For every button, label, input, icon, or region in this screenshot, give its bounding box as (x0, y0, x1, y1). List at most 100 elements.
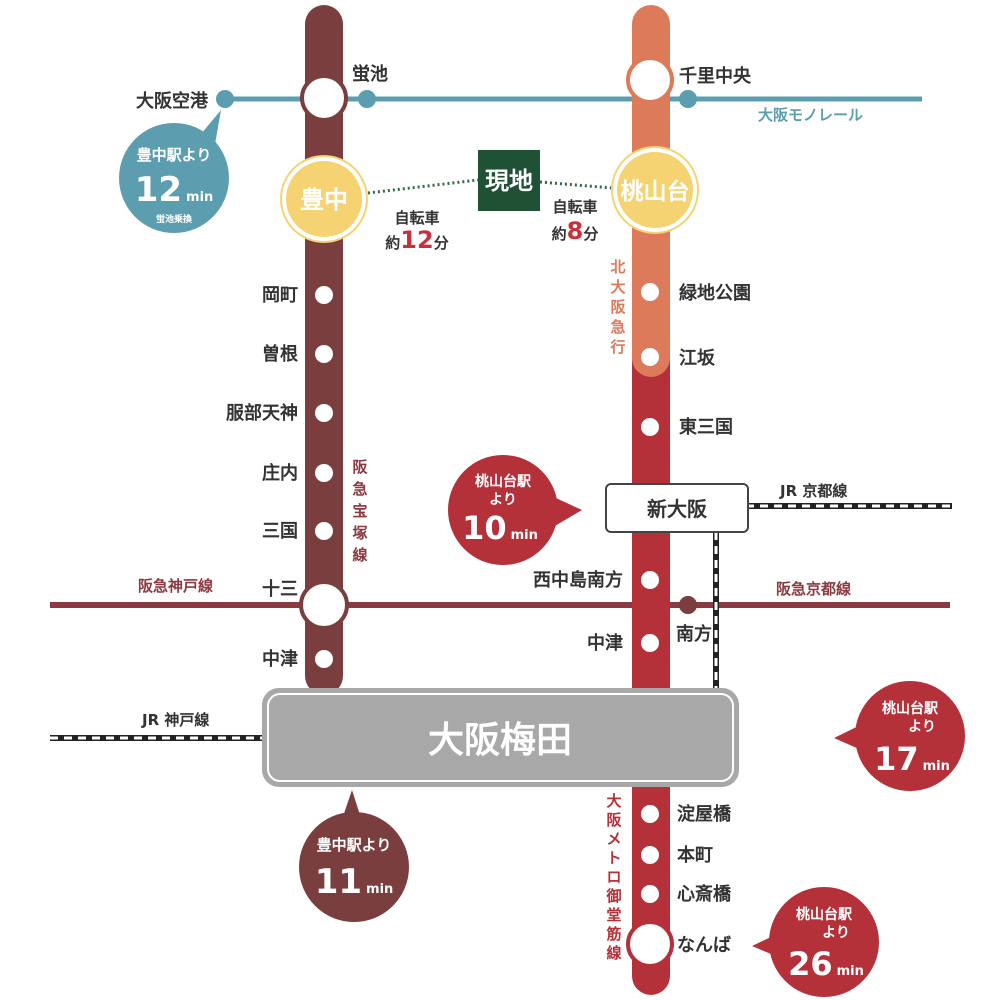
juso-label: 十三 (262, 578, 298, 600)
yodoyabashi-dot (641, 805, 659, 823)
senri-chuo-transfer-circle (626, 56, 674, 104)
bike-route-momoyamadai (539, 180, 613, 190)
svg-text:御: 御 (605, 887, 621, 905)
svg-text:蛍池乗換: 蛍池乗換 (156, 213, 193, 225)
sone-label: 曽根 (262, 343, 298, 365)
shonai-dot (315, 464, 333, 482)
nakatsu-hankyu-label: 中津 (262, 648, 298, 670)
svg-text:阪: 阪 (610, 298, 626, 316)
nakatsu-hankyu-dot (315, 650, 333, 668)
okamachi-label: 岡町 (262, 285, 298, 306)
svg-text:ロ: ロ (606, 868, 621, 886)
svg-text:より: より (822, 925, 850, 941)
hotarugaike-transfer-circle (300, 74, 348, 122)
shinsaibashi-label: 心斎橋 (677, 883, 732, 905)
shinsaibashi-dot (641, 885, 659, 903)
senri-chuo-dot (679, 90, 697, 108)
monorail-label: 大阪モノレール (758, 106, 863, 124)
svg-text:線: 線 (352, 546, 367, 564)
hankyu-takarazuka-label: 阪 急 宝 塚 線 (352, 458, 368, 564)
senri-chuo-label: 千里中央 (679, 65, 752, 87)
bike-time-toyonaka: 自転車 約12分 (385, 209, 448, 254)
hankyu-kobe-label: 阪急神戸線 (138, 577, 213, 595)
jr-kyoto-label: JR 京都線 (779, 482, 847, 500)
svg-text:自転車: 自転車 (552, 198, 597, 216)
yodoyabashi-label: 淀屋橋 (677, 803, 732, 825)
nishinakajima-label: 西中島南方 (533, 569, 623, 591)
svg-text:より: より (908, 719, 936, 735)
hattori-tenjin-label: 服部天神 (226, 402, 298, 424)
svg-text:より: より (489, 492, 517, 508)
sone-dot (315, 345, 333, 363)
svg-text:阪: 阪 (352, 458, 368, 476)
bike-time-momoyamadai: 自転車 約8分 (552, 198, 599, 245)
svg-text:約12分: 約12分 (385, 226, 448, 254)
osaka-umeda-label: 大阪梅田 (428, 720, 572, 761)
site-marker (478, 150, 540, 211)
svg-text:約8分: 約8分 (552, 217, 599, 245)
svg-text:自転車: 自転車 (394, 209, 439, 227)
okamachi-dot (315, 286, 333, 304)
esaka-label: 江坂 (679, 348, 716, 369)
mikuni-label: 三国 (262, 521, 298, 542)
hankyu-kyoto-label: 阪急京都線 (776, 580, 851, 598)
namba-label: なんば (677, 935, 731, 956)
hattori-tenjin-dot (315, 404, 333, 422)
higashi-mikuni-label: 東三国 (679, 416, 733, 438)
namba-transfer-circle (626, 920, 674, 968)
svg-text:行: 行 (609, 338, 625, 356)
osaka-umeda-box (262, 688, 739, 787)
jr-kobe-label: JR 神戸線 (141, 711, 209, 729)
svg-text:桃山台駅: 桃山台駅 (796, 906, 853, 923)
svg-text:筋: 筋 (605, 925, 621, 943)
svg-text:豊中駅より: 豊中駅より (317, 836, 392, 854)
nishinakajima-dot (641, 571, 659, 589)
svg-text:阪: 阪 (606, 811, 622, 829)
nakatsu-metro-dot (641, 634, 659, 652)
osaka-airport-dot (216, 90, 234, 108)
bike-route-toyonaka (367, 178, 479, 195)
svg-text:線: 線 (606, 944, 621, 962)
kita-osaka-kyuko-label: 北 大 阪 急 行 (609, 258, 626, 356)
svg-text:塚: 塚 (352, 524, 367, 542)
mikuni-dot (315, 522, 333, 540)
shonai-label: 庄内 (262, 462, 298, 484)
site-label: 現地 (485, 167, 533, 195)
svg-text:大: 大 (606, 792, 621, 810)
honmachi-label: 本町 (677, 844, 713, 866)
svg-text:堂: 堂 (606, 906, 621, 924)
osaka-airport-label: 大阪空港 (136, 90, 209, 112)
esaka-dot (641, 348, 659, 366)
svg-text:大: 大 (610, 278, 625, 296)
shin-osaka-label: 新大阪 (647, 497, 708, 521)
toyonaka-label: 豊中 (300, 186, 348, 214)
svg-text:桃山台駅: 桃山台駅 (475, 473, 532, 490)
svg-text:豊中駅より: 豊中駅より (137, 146, 212, 164)
svg-text:急: 急 (352, 480, 367, 498)
svg-text:桃山台駅: 桃山台駅 (882, 700, 939, 717)
hotarugaike-dot (358, 90, 376, 108)
honmachi-dot (641, 846, 659, 864)
juso-transfer-circle (299, 580, 349, 630)
momoyamadai-label: 桃山台 (621, 178, 690, 205)
ryokuchi-koen-label: 緑地公園 (679, 282, 751, 304)
ryokuchi-koen-dot (641, 283, 659, 301)
metro-midosuji-label: 大 阪 メ ト ロ 御 堂 筋 線 (605, 792, 622, 962)
svg-text:急: 急 (610, 318, 625, 336)
hotarugaike-label: 蛍池 (352, 63, 388, 85)
svg-text:北: 北 (610, 258, 625, 276)
svg-text:ト: ト (606, 849, 621, 867)
svg-text:メ: メ (606, 830, 621, 848)
svg-text:宝: 宝 (352, 502, 367, 520)
